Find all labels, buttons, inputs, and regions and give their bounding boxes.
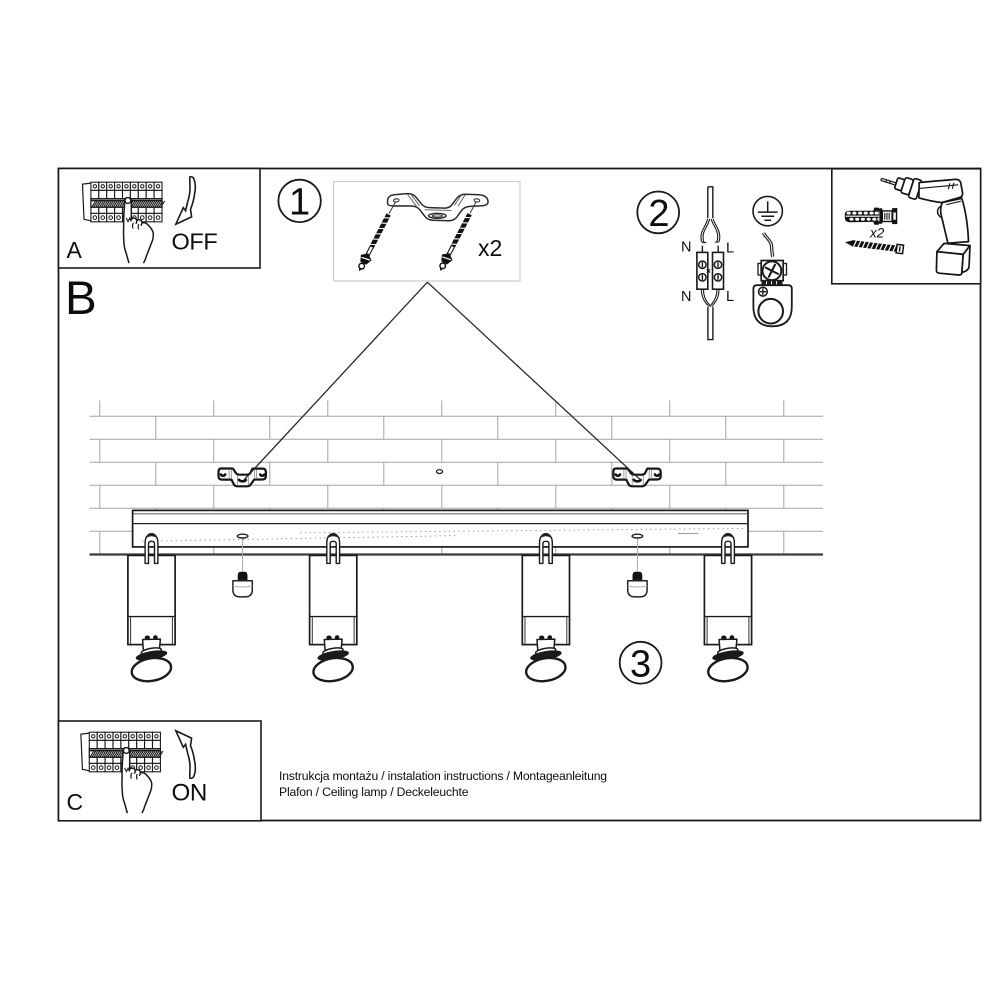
svg-text:ON: ON <box>172 780 207 807</box>
svg-text:OFF: OFF <box>172 228 218 254</box>
svg-text:L: L <box>726 240 734 256</box>
svg-text:B: B <box>65 272 97 325</box>
svg-text:2: 2 <box>648 193 669 235</box>
svg-text:x2: x2 <box>478 235 502 261</box>
svg-text:N: N <box>681 240 691 256</box>
svg-text:N: N <box>681 289 691 305</box>
svg-text:Instrukcja montażu / instalati: Instrukcja montażu / instalation instruc… <box>279 769 607 783</box>
svg-text:x2: x2 <box>869 226 885 241</box>
svg-text:A: A <box>67 237 83 263</box>
svg-text:1: 1 <box>289 181 310 223</box>
svg-text:3: 3 <box>630 643 651 685</box>
svg-text:C: C <box>67 789 84 815</box>
svg-text:L: L <box>726 289 734 305</box>
svg-text:Plafon / Ceiling lamp / Deckel: Plafon / Ceiling lamp / Deckeleuchte <box>279 785 469 799</box>
